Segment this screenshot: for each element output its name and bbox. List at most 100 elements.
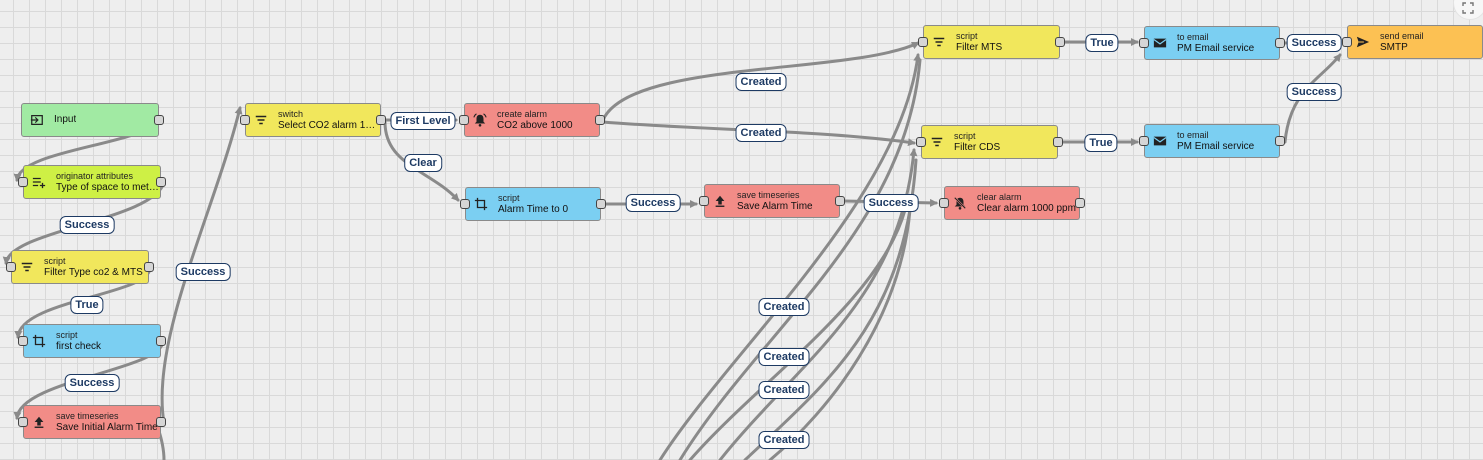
- node-send-email-in-port[interactable]: [1342, 37, 1352, 47]
- node-filter-type-name: Filter Type co2 & MTS: [44, 267, 143, 278]
- node-send-email-type: send email: [1380, 31, 1424, 41]
- filter-icon: [19, 259, 35, 275]
- node-originator-attributes-type: originator attributes: [56, 171, 134, 181]
- node-filter-type[interactable]: script Filter Type co2 & MTS: [6, 250, 154, 284]
- edge-label-created[interactable]: Created: [735, 73, 787, 91]
- node-input-out-port[interactable]: [154, 115, 164, 125]
- alarm-off-icon: [952, 195, 968, 211]
- email-icon: [1152, 133, 1168, 149]
- node-input[interactable]: Input: [21, 103, 164, 137]
- node-filter-mts-name: Filter MTS: [956, 42, 1003, 53]
- node-save-alarm-time-out-port[interactable]: [835, 196, 845, 206]
- node-create-alarm-out-port[interactable]: [595, 115, 605, 125]
- alarm-bell-icon: [472, 112, 488, 128]
- edge-label-created[interactable]: Created: [758, 381, 810, 399]
- node-alarm-time-name: Alarm Time to 0: [498, 204, 569, 215]
- node-first-check-name: first check: [56, 341, 102, 352]
- node-save-alarm-time[interactable]: save timeseries Save Alarm Time: [699, 184, 845, 218]
- node-email-cds-out-port[interactable]: [1275, 136, 1285, 146]
- upload-icon: [712, 193, 728, 209]
- node-filter-type-type: script: [44, 256, 66, 266]
- node-first-check-in-port[interactable]: [18, 336, 28, 346]
- node-originator-attributes-out-port[interactable]: [156, 177, 166, 187]
- edge-label-created[interactable]: Created: [735, 124, 787, 142]
- node-alarm-time-in-port[interactable]: [460, 199, 470, 209]
- node-save-initial-alarm-time[interactable]: save timeseries Save Initial Alarm Time: [18, 405, 166, 439]
- node-filter-cds[interactable]: script Filter CDS: [916, 125, 1063, 159]
- edge-label-true[interactable]: True: [1085, 34, 1119, 52]
- node-clear-alarm-out-port[interactable]: [1075, 198, 1085, 208]
- edge-label-created[interactable]: Created: [758, 298, 810, 316]
- upload-icon: [31, 414, 47, 430]
- node-save-initial-out-port[interactable]: [156, 417, 166, 427]
- node-alarm-time-out-port[interactable]: [596, 199, 606, 209]
- node-switch-out-port[interactable]: [376, 115, 386, 125]
- edge-label-first-level[interactable]: First Level: [390, 112, 456, 130]
- email-icon: [1152, 35, 1168, 51]
- node-originator-attributes-name: Type of space to meta...: [56, 182, 160, 193]
- node-first-check-out-port[interactable]: [156, 336, 166, 346]
- node-filter-cds-type: script: [954, 131, 976, 141]
- node-clear-alarm-in-port[interactable]: [939, 198, 949, 208]
- edge-bottom-to-filter-mts-b: [678, 58, 922, 460]
- node-filter-mts[interactable]: script Filter MTS: [918, 25, 1065, 59]
- node-create-alarm[interactable]: create alarm CO2 above 1000: [459, 103, 605, 137]
- edge-create-alarm-to-filter-mts: [601, 41, 920, 122]
- node-filter-mts-type: script: [956, 31, 978, 41]
- edge-label-created[interactable]: Created: [758, 431, 810, 449]
- edge-label-success[interactable]: Success: [863, 194, 919, 212]
- node-filter-cds-in-port[interactable]: [916, 137, 926, 147]
- node-email-cds-in-port[interactable]: [1139, 136, 1149, 146]
- node-switch-name: Select CO2 alarm 1000: [278, 120, 380, 131]
- node-send-email[interactable]: send email SMTP: [1342, 25, 1483, 59]
- node-filter-mts-out-port[interactable]: [1055, 37, 1065, 47]
- node-email-cds[interactable]: to email PM Email service: [1139, 124, 1285, 158]
- edge-label-created[interactable]: Created: [758, 348, 810, 366]
- node-first-check[interactable]: script first check: [18, 324, 166, 358]
- node-alarm-time[interactable]: script Alarm Time to 0: [460, 187, 606, 221]
- node-create-alarm-type: create alarm: [497, 109, 548, 119]
- filter-icon: [931, 34, 947, 50]
- node-create-alarm-in-port[interactable]: [459, 115, 469, 125]
- fullscreen-icon: [1462, 1, 1474, 19]
- node-email-cds-name: PM Email service: [1177, 141, 1255, 152]
- edge-label-success[interactable]: Success: [625, 194, 681, 212]
- node-filter-cds-out-port[interactable]: [1053, 137, 1063, 147]
- node-clear-alarm-type: clear alarm: [977, 192, 1022, 202]
- node-first-check-type: script: [56, 330, 78, 340]
- node-switch-type: switch: [278, 109, 304, 119]
- node-email-mts-name: PM Email service: [1177, 43, 1255, 54]
- node-save-alarm-time-type: save timeseries: [737, 190, 800, 200]
- node-filter-cds-name: Filter CDS: [954, 142, 1001, 153]
- edge-label-success[interactable]: Success: [1286, 34, 1342, 52]
- node-originator-attributes[interactable]: originator attributes Type of space to m…: [18, 165, 166, 199]
- edge-label-true[interactable]: True: [1084, 134, 1118, 152]
- node-switch-in-port[interactable]: [240, 115, 250, 125]
- node-clear-alarm[interactable]: clear alarm Clear alarm 1000 ppm: [939, 186, 1085, 220]
- node-input-name: Input: [54, 114, 77, 125]
- crop-transform-icon: [473, 196, 489, 212]
- node-save-initial-type: save timeseries: [56, 411, 119, 421]
- node-filter-type-out-port[interactable]: [144, 262, 154, 272]
- node-email-cds-type: to email: [1177, 130, 1209, 140]
- node-email-mts-in-port[interactable]: [1139, 38, 1149, 48]
- node-save-initial-in-port[interactable]: [18, 417, 28, 427]
- node-filter-type-in-port[interactable]: [6, 262, 16, 272]
- node-filter-mts-in-port[interactable]: [918, 37, 928, 47]
- edge-label-success[interactable]: Success: [1286, 83, 1342, 101]
- node-save-alarm-time-in-port[interactable]: [699, 196, 709, 206]
- input-icon: [29, 112, 45, 128]
- node-email-mts[interactable]: to email PM Email service: [1139, 26, 1285, 60]
- edge-label-success[interactable]: Success: [59, 216, 115, 234]
- edge-label-success[interactable]: Success: [175, 263, 231, 281]
- send-icon: [1355, 34, 1371, 50]
- edge-label-success[interactable]: Success: [64, 374, 120, 392]
- edge-label-clear[interactable]: Clear: [404, 154, 442, 172]
- node-originator-attributes-in-port[interactable]: [18, 177, 28, 187]
- edge-label-true[interactable]: True: [70, 296, 104, 314]
- node-email-mts-out-port[interactable]: [1275, 38, 1285, 48]
- node-send-email-name: SMTP: [1380, 42, 1408, 53]
- node-switch[interactable]: switch Select CO2 alarm 1000: [240, 103, 386, 137]
- filter-icon: [253, 112, 269, 128]
